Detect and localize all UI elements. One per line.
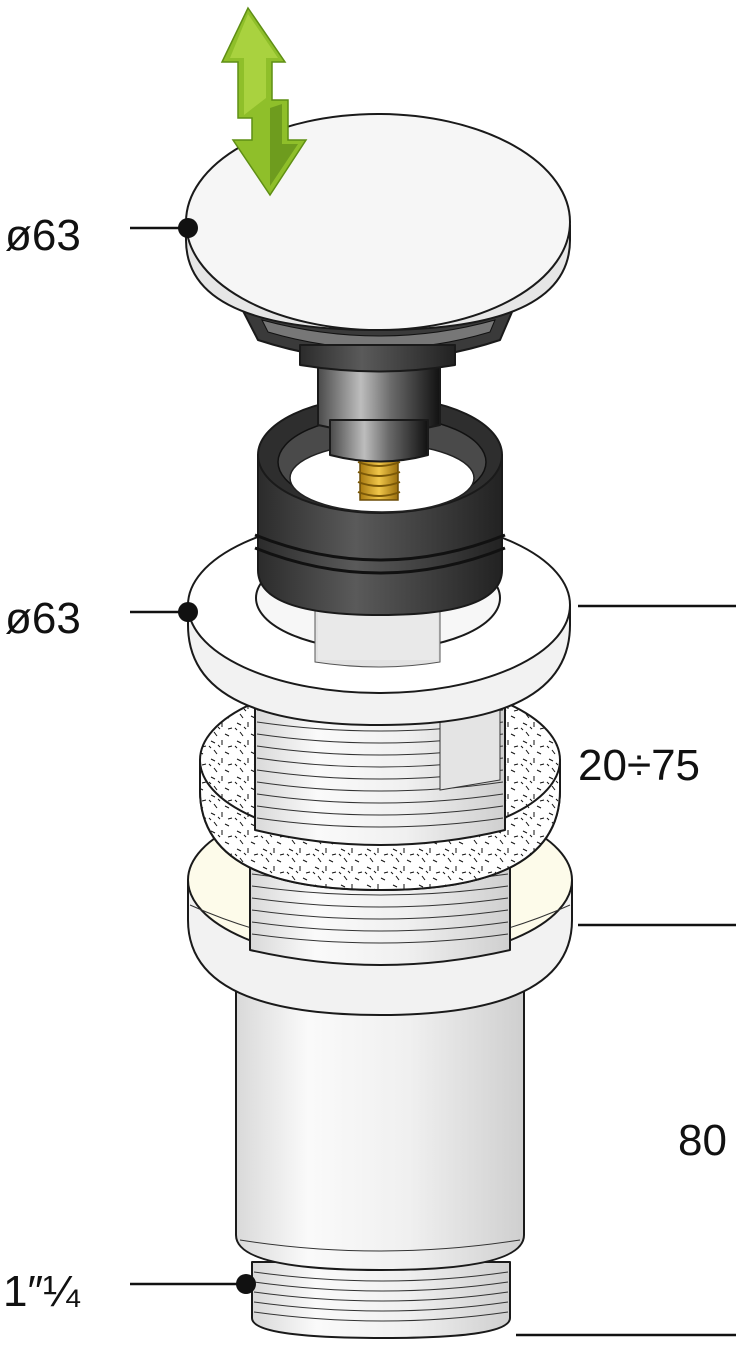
- flange-diameter-leader: [130, 602, 198, 622]
- body-length-label: 80: [678, 1116, 727, 1165]
- thickness-range-label: 20÷75: [578, 741, 700, 790]
- plug-stem: [317, 359, 441, 463]
- cap-diameter-label: ø63: [5, 211, 81, 260]
- tailpiece: [235, 984, 525, 1339]
- flange-diameter-label: ø63: [5, 594, 81, 643]
- up-down-arrow-icon: [220, 6, 308, 197]
- thread-size-label: 1″¼: [3, 1267, 81, 1316]
- cap-diameter-leader: [130, 218, 198, 238]
- thread-size-leader: [130, 1274, 256, 1294]
